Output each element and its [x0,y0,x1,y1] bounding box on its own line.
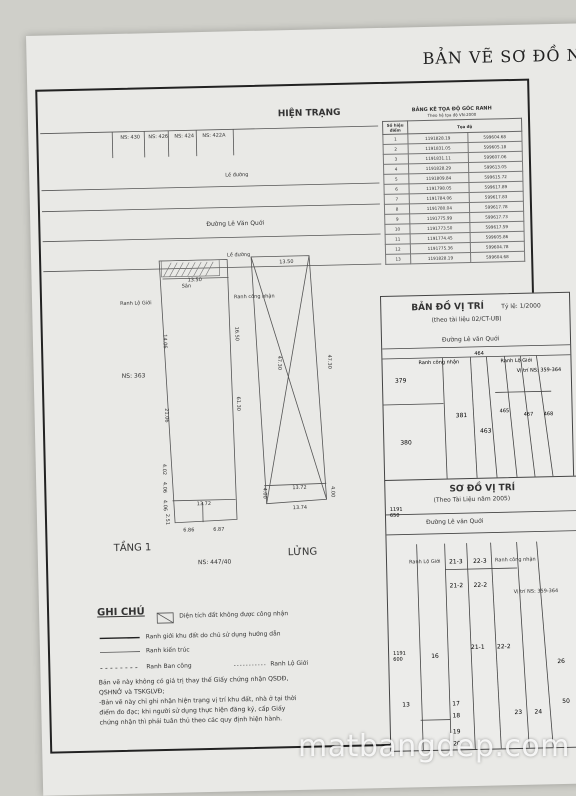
col-point: Số hiệu điểm [383,121,408,135]
lot-number: 22-2 [474,582,488,589]
lot-boundary-label: Ranh công nhận [234,294,275,300]
lot-boundary-label: Ranh Lộ Giới [120,301,152,307]
location-map-source: (theo tài liệu 02/CT-UB) [431,316,501,324]
lot-number: 18 [452,712,460,719]
yard-label: Sân [182,284,192,289]
dimension: 47.30 [326,354,331,368]
table-cell: 8 [384,204,409,215]
lot-number: 463 [480,428,492,435]
dimension: 13.50 [188,278,202,283]
table-cell: 9 [385,214,410,225]
dimension: 13.72 [197,502,211,507]
boundary-label: Ranh công nhận [418,358,459,366]
lot-label: NS: 424 [174,134,194,139]
dimension: 6.87 [213,528,224,533]
table-cell: 2 [383,144,408,155]
table-cell: 4 [384,164,409,175]
dimension: 13.72 [292,486,306,491]
lot-number: 379 [395,377,407,384]
dimension: 13.50 [279,260,293,265]
lot-number: 24 [534,708,542,715]
dimension: 4.06 [162,500,167,511]
legend-notes: Bản vẽ này không có giá trị thay thế Giấ… [99,674,297,728]
lot-number: 22-2 [497,643,511,650]
lot-label: NS: 426 [148,135,168,140]
legend-item: Ranh Ban công [146,663,191,670]
table-cell: 12 [385,244,410,255]
table-cell: 6 [384,184,409,195]
table-cell: 599604.68 [470,251,525,262]
dimension: 13.74 [293,506,307,511]
table-cell: 1191828.19 [411,252,471,263]
lot-number: 21-2 [450,582,464,589]
neighbor-label: NS: 447/40 [198,559,231,566]
table-cell: 7 [384,194,409,205]
lot-number: 22-3 [473,558,487,565]
table-cell: 13 [386,254,411,265]
lot-number: 50 [562,698,570,705]
lot-number: 17 [452,700,460,707]
lot-label: NS: 430 [120,135,140,140]
floor-label: TẦNG 1 [114,543,152,554]
lot-number: 465 [500,408,510,414]
dimension: 47.30 [276,356,281,370]
lot-number: 16 [431,653,439,660]
location-map-lines: 464 379 380 381 463 465 467 468 Ranh côn… [382,331,573,481]
document-sheet: BẢN VẼ SƠ ĐỒ NH [26,23,576,796]
watermark: matbangdep.com [298,729,570,764]
plan-title: HIỆN TRẠNG [278,109,341,119]
lot-number: 381 [456,412,468,419]
table-cell: 3 [383,154,408,165]
lot-number: 26 [557,658,565,665]
legend-title: GHI CHÚ [97,607,145,618]
lot-number: 21-1 [471,644,485,651]
legend-item: Ranh kiến trúc [146,647,190,654]
lot-number: 650 [390,513,400,519]
lot-number: 600 [393,657,403,663]
lot-number: 21-3 [449,558,463,565]
lot-number: 380 [400,439,412,446]
road-label: Lề đường [227,253,250,259]
legend-item: Ranh Lộ Giới [270,661,308,668]
lot-number: 468 [544,411,554,417]
table-cell: 1 [383,134,408,145]
boundary-label: Ranh Lộ Giới [500,357,532,365]
location-map-scale: Tỷ lệ: 1/2000 [501,303,541,310]
dimension: 14.06 [161,334,166,348]
table-cell: 11 [385,234,410,245]
dimension: 61.30 [235,397,240,411]
site-map-lines: 1191 650 21-3 22-3 21-2 22-2 16 21-1 22-… [385,477,576,751]
dimension: 4.06 [161,482,166,493]
site-map: SƠ ĐỒ VỊ TRÍ (Theo Tài Liệu năm 2005) Đư… [384,475,576,751]
dimension: 16.50 [233,327,238,341]
table-cell: 10 [385,224,410,235]
lot-number: 23 [514,709,522,716]
dimension: 4.02 [161,464,166,475]
dimension: 21.06 [163,408,168,422]
location-map: BẢN ĐỒ VỊ TRÍ Tỷ lệ: 1/2000 (theo tài li… [380,292,574,482]
location-map-title: BẢN ĐỒ VỊ TRÍ [411,303,484,314]
lot-label: NS: 422A [202,134,225,140]
neighbor-label: NS: 363 [122,373,146,380]
target-label: Vị trí NS: 359-364 [517,366,562,374]
floor-label: LỬNG [288,548,318,559]
lot-number: 464 [474,351,484,357]
lot-number: 13 [402,701,410,708]
table-cell: 5 [384,174,409,185]
road-label: Lề đường [225,173,248,179]
lot-number: 467 [524,412,534,418]
dimension: 2.51 [164,514,169,525]
dimension: 4.00 [329,486,334,497]
coordinates-table: BẢNG KÊ TỌA ĐỘ GÓC RANH Theo hệ tọa độ V… [382,105,526,265]
dimension: 4.00 [261,488,266,499]
dimension: 6.86 [183,528,194,533]
